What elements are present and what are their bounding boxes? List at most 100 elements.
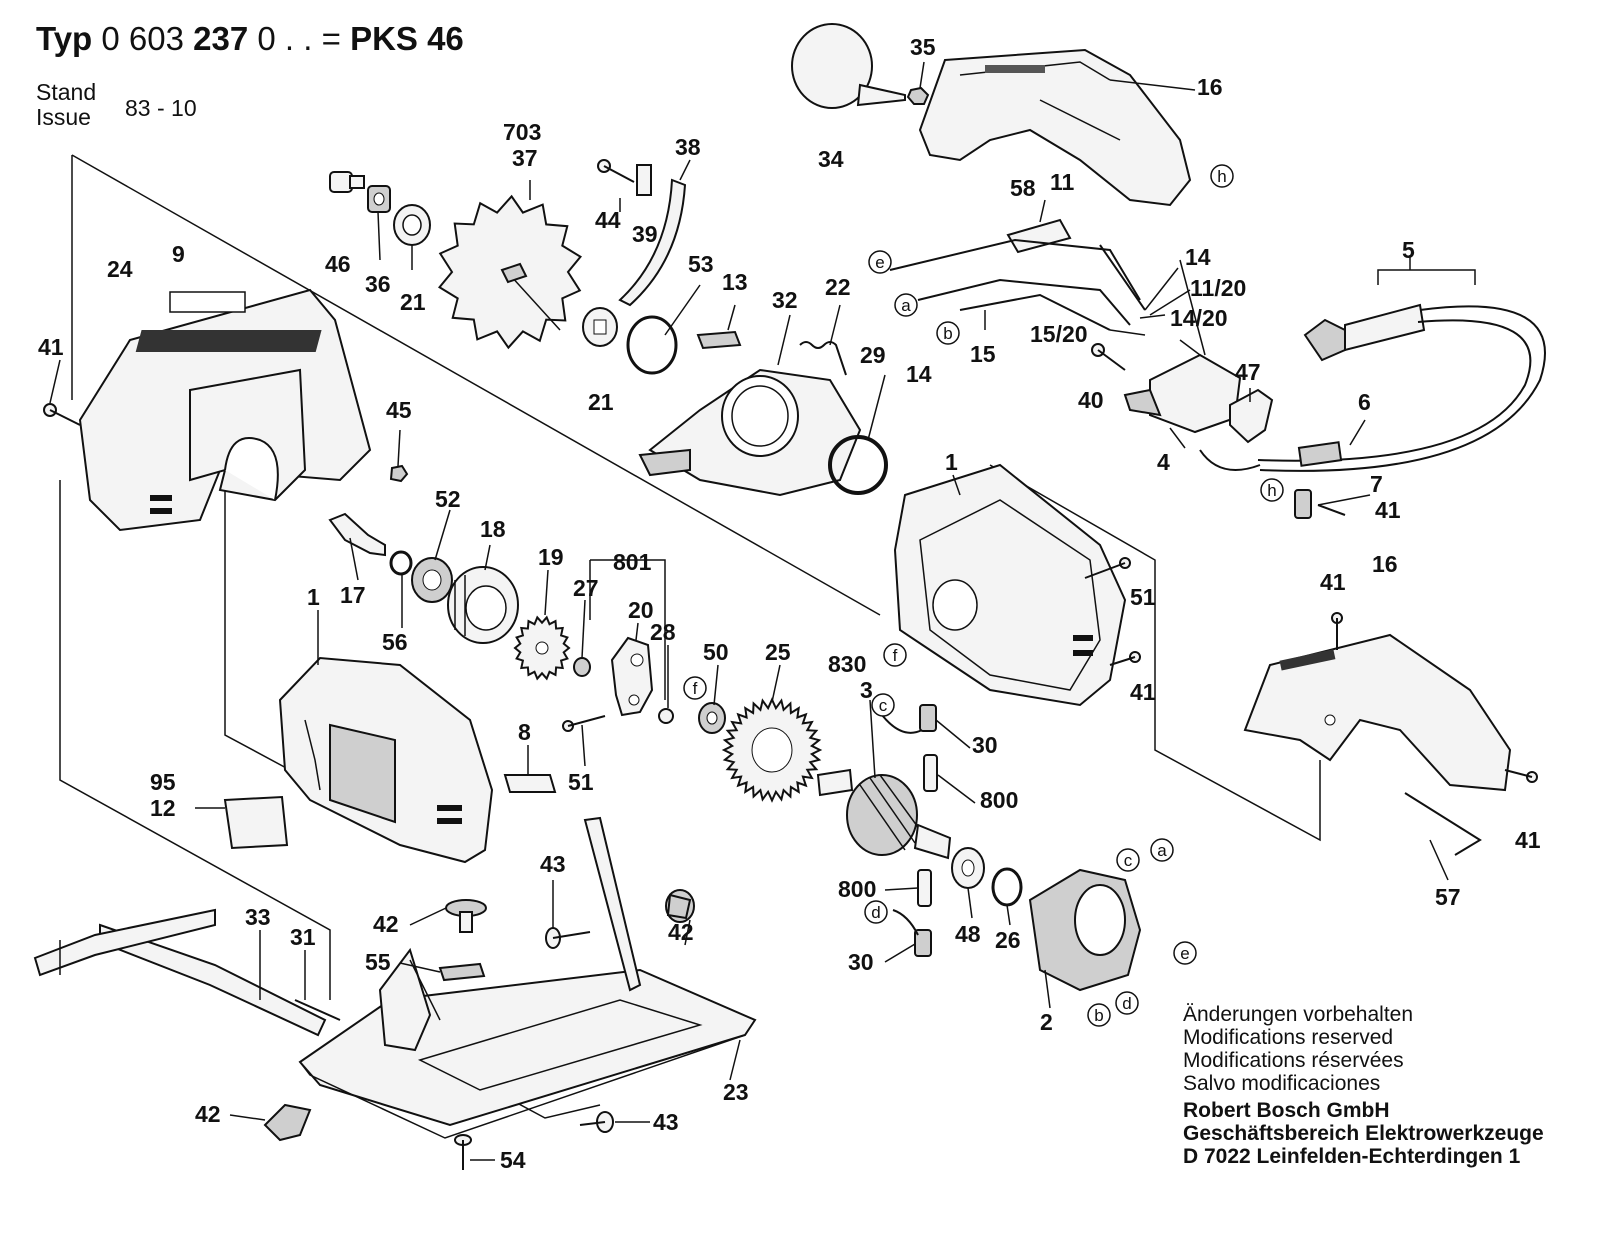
typ-number-c: 0 . . — [257, 20, 313, 57]
part-label: 26 — [995, 927, 1021, 953]
bearing-housing-18 — [447, 566, 519, 644]
connector-marker: h — [1210, 164, 1234, 188]
part-label: 47 — [1235, 359, 1261, 385]
part-label: 27 — [573, 575, 599, 601]
bolt-46 — [329, 171, 365, 193]
bevel-bracket-right — [583, 816, 642, 992]
ring-26 — [991, 867, 1023, 907]
connector-marker: a — [894, 293, 918, 317]
connector-marker: e — [868, 250, 892, 274]
note-line-en: Modifications reserved — [1183, 1026, 1394, 1049]
svg-text:b: b — [1094, 1006, 1103, 1025]
part-label: 37 — [512, 145, 538, 171]
armature-3 — [816, 768, 952, 860]
part-label: 53 — [688, 251, 714, 277]
part-label: 21 — [400, 289, 426, 315]
knob-42-bottom — [263, 1103, 312, 1142]
bearing-52 — [411, 557, 453, 603]
rod-31 — [294, 999, 341, 1021]
connector-marker: b — [936, 321, 960, 345]
part-label: 1 — [307, 584, 320, 610]
part-label: 58 — [1010, 175, 1036, 201]
part-label: 801 — [613, 549, 652, 575]
label-8 — [503, 774, 557, 793]
leader-lines — [49, 61, 1476, 1161]
svg-text:f: f — [893, 646, 898, 665]
screw-41-right — [1504, 769, 1538, 783]
part-label: 23 — [723, 1079, 749, 1105]
part-label: 42 — [195, 1101, 221, 1127]
part-label: 12 — [150, 795, 176, 821]
motor-housing-right — [893, 463, 1127, 707]
part-label: 48 — [955, 921, 981, 947]
part-label: 30 — [972, 732, 998, 758]
part-label: 2 — [1040, 1009, 1053, 1035]
wiring-harness — [889, 238, 1146, 331]
screw-44 — [597, 159, 635, 183]
saw-blade — [437, 194, 583, 350]
circlip-53 — [626, 315, 678, 375]
knob-42-right — [665, 889, 695, 923]
connector-markers: h e a b h f f c d c a e b d — [683, 164, 1284, 1027]
part-label: 16 — [1197, 74, 1223, 100]
screw-51-left — [562, 715, 606, 732]
part-label: 3 — [860, 677, 873, 703]
part-label: 31 — [290, 924, 316, 950]
brush-holder-30-lower — [892, 909, 932, 957]
bearing-plate-20 — [610, 636, 654, 717]
screw-40 — [1091, 343, 1126, 371]
part-label: 34 — [818, 146, 844, 172]
clip-39 — [636, 164, 652, 196]
note-line-fr: Modifications réservées — [1183, 1049, 1404, 1072]
connector-marker: f — [883, 643, 907, 667]
riving-knife-38 — [618, 178, 687, 307]
notes-block: Änderungen vorbehalten Modifications res… — [1183, 1003, 1544, 1168]
diagram-header: Typ 0 603 237 0 . . = PKS 46 — [36, 20, 464, 58]
connector-marker: d — [1115, 991, 1139, 1015]
typ-number-b: 237 — [193, 20, 249, 57]
screw-51-right — [1084, 557, 1131, 579]
part-label: 24 — [107, 256, 133, 282]
connector-marker: e — [1173, 941, 1197, 965]
part-label: 1 — [945, 449, 958, 475]
o-ring-29 — [828, 435, 888, 495]
cable-5-6 — [1199, 303, 1546, 472]
part-label: 57 — [1435, 884, 1461, 910]
part-label: 20 — [628, 597, 654, 623]
typ-number-a: 0 603 — [101, 20, 184, 57]
part-label: 38 — [675, 134, 701, 160]
ball-28 — [658, 708, 674, 724]
part-label: 800 — [838, 876, 876, 902]
part-label: 800 — [980, 787, 1018, 813]
flange-21-inner — [582, 307, 618, 347]
type-line: Typ 0 603 237 0 . . = PKS 46 — [36, 20, 464, 58]
screw-41-left — [43, 403, 81, 426]
svg-text:c: c — [879, 696, 888, 715]
connector-marker: h — [1260, 478, 1284, 502]
base-plate-23 — [298, 968, 757, 1139]
part-label: 51 — [568, 769, 594, 795]
part-label: 29 — [860, 342, 886, 368]
flange-21-outer — [393, 204, 431, 246]
part-label: 42 — [373, 911, 399, 937]
svg-text:d: d — [1122, 994, 1131, 1013]
connector-marker: d — [864, 900, 888, 924]
connector-marker: b — [1087, 1003, 1111, 1027]
part-label: 43 — [653, 1109, 679, 1135]
bearing-48 — [951, 847, 985, 889]
part-label: 35 — [910, 34, 936, 60]
company-address: D 7022 Leinfelden-Echterdingen 1 — [1183, 1145, 1521, 1168]
stand-value: 83 - 10 — [125, 95, 197, 121]
screw-41-mid — [1109, 651, 1141, 666]
clamp-55 — [438, 962, 486, 982]
part-labels: 703 37 38 35 16 34 58 11 46 36 21 44 39 … — [38, 34, 1541, 1173]
connector-marker: c — [1116, 848, 1140, 872]
part-label: 17 — [340, 582, 366, 608]
nut-35 — [906, 86, 930, 105]
svg-text:f: f — [693, 679, 698, 698]
capacitor-11 — [1006, 218, 1072, 254]
part-label: 19 — [538, 544, 564, 570]
svg-text:c: c — [1124, 851, 1133, 870]
spindle-17 — [328, 512, 386, 557]
part-label: 11/20 — [1190, 275, 1246, 301]
